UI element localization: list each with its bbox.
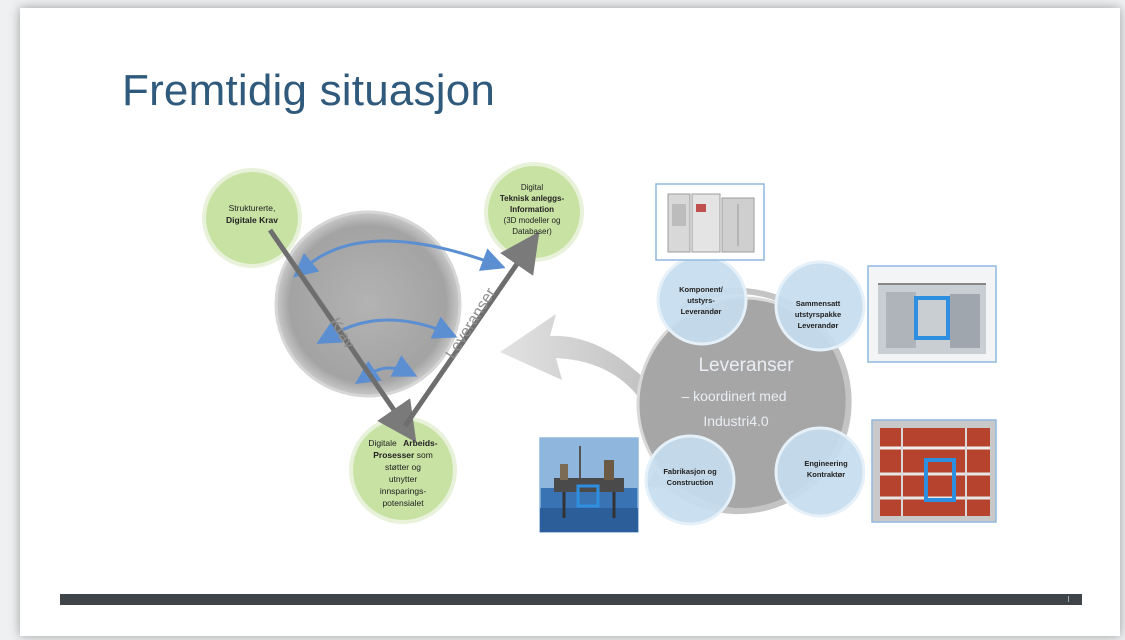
slide: Fremtidig situasjon bbox=[20, 8, 1120, 636]
bottom-bar-tick bbox=[1068, 596, 1069, 602]
outer-blue-arc bbox=[293, 239, 506, 278]
tl-line2: Digitale Krav bbox=[226, 215, 278, 225]
tr-line5: Databaser) bbox=[512, 227, 552, 236]
tr-line4: (3D modeller og bbox=[504, 216, 561, 225]
node-br-line1: Engineering bbox=[804, 459, 848, 468]
offshore-platform-image bbox=[539, 437, 639, 533]
bottom-line1: Digitale Arbeids- bbox=[368, 438, 437, 448]
arrow-requirements bbox=[267, 228, 417, 443]
tr-line1: Digital bbox=[521, 183, 543, 192]
center-line2: – koordinert med bbox=[681, 388, 786, 404]
bottom-line2: Prosesser som bbox=[373, 450, 433, 460]
node-right-line1: Sammensatt bbox=[796, 299, 841, 308]
bottom-line6: potensialet bbox=[382, 498, 424, 508]
slide-title: Fremtidig situasjon bbox=[122, 66, 496, 115]
node-right-line2: utstyrspakke bbox=[795, 310, 841, 319]
cycle-ring bbox=[657, 288, 852, 515]
node-left-line2: Construction bbox=[667, 478, 714, 487]
big-transfer-arrow bbox=[500, 314, 660, 406]
node-fabrication bbox=[644, 434, 736, 526]
node-top-line1: Komponent/ bbox=[679, 285, 724, 294]
node-left-line1: Fabrikasjon og bbox=[663, 467, 717, 476]
diagram-canvas: Krav Leveranser Strukturerte, Digitale K… bbox=[202, 162, 997, 533]
engineering-structure-image bbox=[871, 419, 997, 523]
node-package-supplier bbox=[774, 260, 866, 352]
node-top-line3: Leverandør bbox=[681, 307, 722, 316]
tl-line1: Strukturerte, bbox=[229, 203, 276, 213]
equipment-package-image bbox=[867, 265, 997, 363]
bottom-line5: innsparings- bbox=[380, 486, 426, 496]
arrow-deliveries bbox=[402, 231, 540, 428]
center-line3: Industri4.0 bbox=[703, 413, 769, 429]
inner-blue-arc bbox=[355, 355, 418, 384]
center-line1: Leveranser bbox=[698, 355, 794, 376]
left-cycle-diagram: Krav Leveranser Strukturerte, Digitale K… bbox=[202, 162, 584, 524]
bottom-line4: utnytter bbox=[389, 474, 418, 484]
bottom-line3: støtter og bbox=[385, 462, 421, 472]
node-right-line3: Leverandør bbox=[798, 321, 839, 330]
right-cycle-diagram: Leveranser – koordinert med Industri4.0 … bbox=[636, 254, 866, 526]
bottom-bar bbox=[60, 594, 1082, 605]
node-br-line2: Kontraktør bbox=[807, 470, 845, 479]
tr-line2: Teknisk anleggs- bbox=[500, 194, 565, 203]
equipment-cabinet-image bbox=[655, 183, 765, 261]
node-engineering-contractor bbox=[774, 426, 866, 518]
tr-line3: Information bbox=[510, 205, 554, 214]
middle-blue-arc bbox=[316, 316, 458, 344]
node-top-line2: utstyrs- bbox=[687, 296, 715, 305]
